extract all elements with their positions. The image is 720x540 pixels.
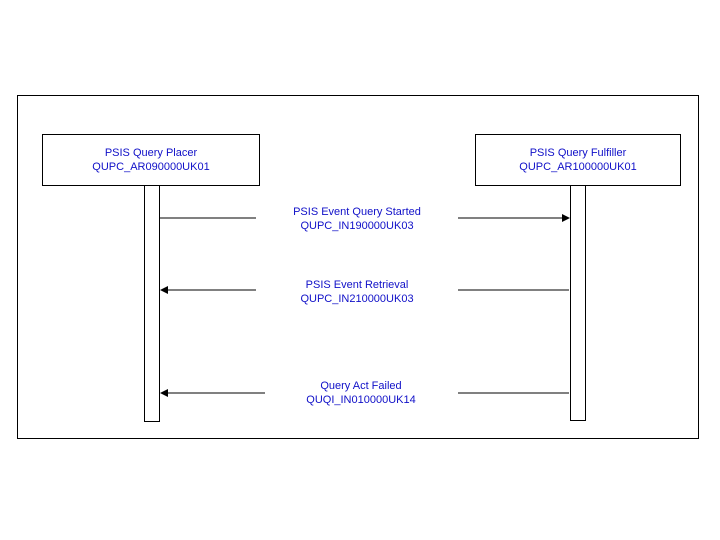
- query-fulfiller-name: PSIS Query Fulfiller: [529, 147, 627, 159]
- message-1-label: PSIS Event Query Started QUPC_IN190000UK…: [257, 205, 457, 233]
- diagram-frame: [17, 95, 699, 439]
- message-3-name: Query Act Failed: [320, 380, 402, 392]
- query-placer-name: PSIS Query Placer: [104, 147, 198, 159]
- message-3-id: QUQI_IN010000UK14: [306, 394, 416, 406]
- message-2-id: QUPC_IN210000UK03: [300, 293, 414, 305]
- fulfiller-lifeline: [570, 185, 586, 421]
- message-2-name: PSIS Event Retrieval: [305, 279, 409, 291]
- placer-lifeline: [144, 185, 160, 422]
- message-3-label: Query Act Failed QUQI_IN010000UK14: [261, 379, 461, 407]
- message-2-label: PSIS Event Retrieval QUPC_IN210000UK03: [257, 278, 457, 306]
- message-1-id: QUPC_IN190000UK03: [300, 220, 414, 232]
- message-1-name: PSIS Event Query Started: [293, 206, 421, 218]
- query-fulfiller-id: QUPC_AR100000UK01: [519, 161, 637, 173]
- query-placer-id: QUPC_AR090000UK01: [92, 161, 210, 173]
